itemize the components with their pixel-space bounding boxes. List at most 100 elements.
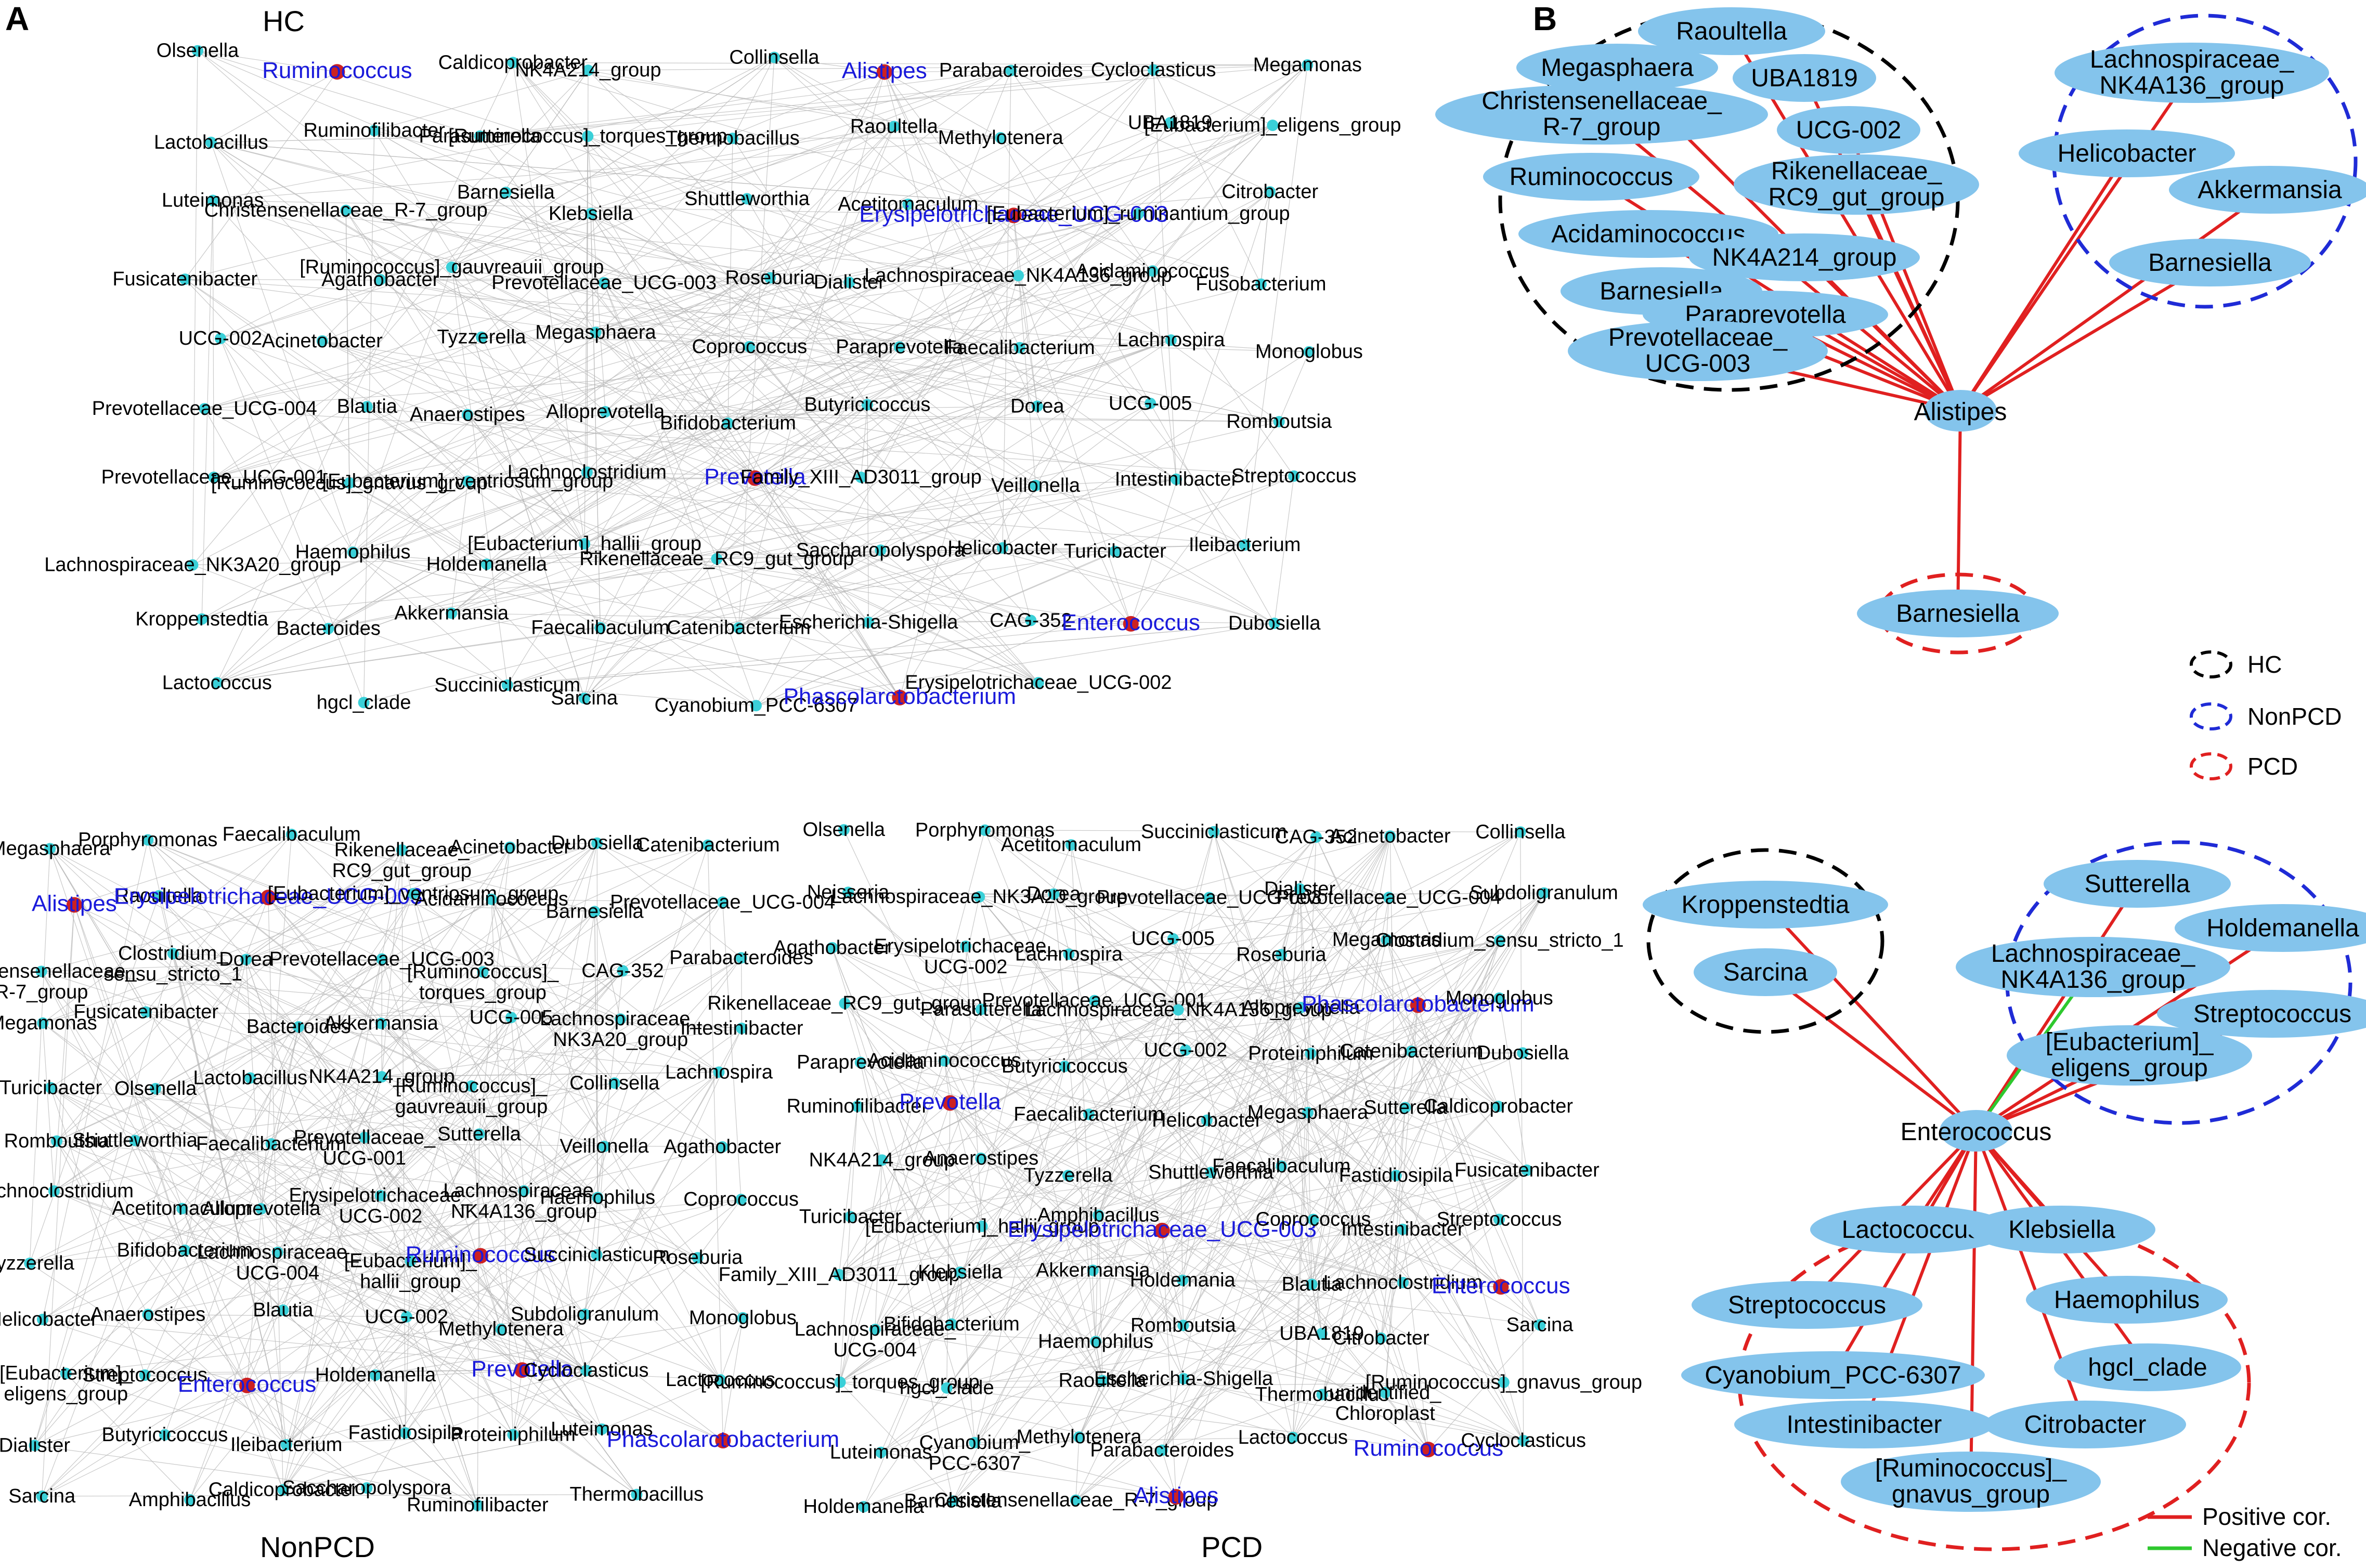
- edge: [1095, 1001, 1282, 1167]
- node-label: Luteimonas: [830, 1442, 932, 1464]
- node-label: Ruminococcus: [262, 58, 412, 83]
- node-label: Sarcina: [1723, 959, 1808, 986]
- node-agathobacter: Agathobacter: [773, 937, 891, 959]
- node-label: Megasphaera: [535, 321, 656, 343]
- hc-group-ring: [1648, 850, 1882, 1032]
- node-label: Dialister: [0, 1434, 70, 1456]
- node-label: Prevotellaceae_UCG-004: [610, 891, 835, 913]
- positive-edge: [1960, 263, 2210, 411]
- node-faecalibaculum: Faecalibaculum: [531, 617, 669, 638]
- node-label: Helicobacter: [947, 537, 1058, 559]
- node-tyzzerella: Tyzzerella: [0, 1252, 75, 1274]
- edge: [185, 279, 468, 481]
- node-megasphaera: Megasphaera: [1247, 1102, 1369, 1123]
- edge: [220, 338, 364, 702]
- node-label: Tyzzerella: [437, 326, 526, 348]
- node-cycloclasticus: Cycloclasticus: [1091, 59, 1216, 81]
- edge: [1499, 998, 1527, 1170]
- node-coprococcus: Coprococcus: [683, 1188, 799, 1210]
- node-label: Acetitomaculum: [1001, 834, 1141, 856]
- node-label: Escherichia-Shigella: [779, 611, 958, 633]
- positive-edge: [1976, 884, 2137, 1131]
- node-label: Bifidobacterium: [660, 412, 796, 434]
- node-helicobacter: Helicobacter: [1152, 1109, 1262, 1131]
- node-label: Thermobacillus: [666, 127, 800, 149]
- edge: [875, 845, 1071, 1329]
- node-sutterella: Sutterella: [437, 1123, 521, 1145]
- node-label: Intestinibacter: [1787, 1411, 1942, 1439]
- hc-node-ruminococcus: Ruminococcus: [1483, 153, 1699, 201]
- node-haemophilus: Haemophilus: [295, 541, 411, 563]
- node-label: Barnesiella: [1896, 600, 2020, 628]
- node-label: Parabacteroides: [939, 60, 1083, 82]
- node-prevotellaceae-ucg-004: Prevotellaceae_UCG-004: [1276, 886, 1501, 908]
- node-label: UCG-002: [179, 328, 263, 349]
- node-akkermansia: Akkermansia: [394, 602, 509, 624]
- edge: [349, 125, 1272, 483]
- node-label: [Ruminococcus]_gauvreauii_group: [395, 1075, 548, 1118]
- node-label: Roseburia: [725, 267, 815, 289]
- node-agathobacter: Agathobacter: [664, 1136, 781, 1158]
- node-anaerostipes: Anaerostipes: [90, 1303, 205, 1325]
- node-holdemanella: Holdemanella: [426, 553, 548, 575]
- node-prevotellaceae-ucg-004: Prevotellaceae_UCG-004: [610, 891, 835, 913]
- node-label: Sarcina: [8, 1485, 76, 1507]
- node-subdoligranulum: Subdoligranulum: [1470, 882, 1618, 904]
- node-label: NK4A214_group: [515, 59, 661, 81]
- node-label: Cycloclasticus: [1461, 1430, 1586, 1452]
- node-thermobacillus: Thermobacillus: [570, 1484, 704, 1506]
- node-label: Sutterella: [437, 1123, 521, 1145]
- node-lachnospiraceae-nk3a20-group: Lachnospiraceae_NK3A20_group: [831, 886, 1127, 908]
- node-ileibacterium: Ileibacterium: [230, 1434, 342, 1456]
- node-label: Sarcina: [551, 687, 618, 709]
- node-alistipes: Alistipes: [842, 58, 927, 84]
- nonpcd-node-helicobacter: Helicobacter: [2019, 129, 2235, 177]
- edge: [739, 403, 1151, 628]
- node-fastidiosipila: Fastidiosipila: [1339, 1165, 1454, 1186]
- node-label: Dubosiella: [1228, 612, 1321, 634]
- nonpcd-node-sutterella: Sutterella: [2044, 860, 2231, 908]
- node-intestinibacter: Intestinibacter: [680, 1017, 803, 1039]
- node-label: Dorea: [219, 949, 273, 971]
- node-dubosiella: Dubosiella: [551, 832, 644, 854]
- node-label: Klebsiella: [549, 203, 634, 225]
- node-roseburia: Roseburia: [725, 267, 815, 289]
- node-ucg-005: UCG-005: [1109, 393, 1192, 414]
- node-label: Veillonella: [991, 475, 1081, 496]
- node-barnesiella: Barnesiella: [457, 181, 555, 203]
- node-nk4a214-group: NK4A214_group: [515, 59, 661, 81]
- node-alistipes: Alistipes: [32, 891, 117, 917]
- node-label: Saccharopolyspora: [796, 539, 966, 561]
- node-label: Ruminococcus: [1510, 163, 1673, 191]
- network-title-pcd: PCD: [1201, 1531, 1263, 1563]
- edge: [346, 211, 1279, 422]
- node-label: Subdoligranulum: [511, 1303, 659, 1325]
- node-roseburia: Roseburia: [1236, 944, 1327, 965]
- positive-edge: [1976, 1131, 2085, 1425]
- hc-node-prevotellaceae-ucg-003: Prevotellaceae_UCG-003: [1568, 321, 1828, 381]
- node-prevotellaceae-ucg-003: Prevotellaceae_UCG-003: [491, 272, 717, 294]
- node-dubosiella: Dubosiella: [1228, 612, 1321, 634]
- legend-hc-swatch: [2191, 652, 2231, 677]
- node-fusicatenibacter: Fusicatenibacter: [112, 268, 257, 290]
- node-monoglobus: Monoglobus: [1446, 987, 1553, 1009]
- edge: [1308, 1113, 1312, 1284]
- node-label: Fastidiosipila: [1339, 1165, 1454, 1186]
- node-label: Lactobacillus: [193, 1067, 307, 1089]
- node-label: Erysipelotrichaceae_UCG-002: [905, 672, 1172, 694]
- node-label: Streptococcus: [1231, 465, 1357, 487]
- hc-node-sarcina: Sarcina: [1694, 948, 1837, 996]
- node-label: Succiniclasticum: [1141, 821, 1287, 843]
- node-methylotenera: Methylotenera: [938, 127, 1064, 149]
- node-ucg-002: UCG-002: [179, 328, 263, 349]
- node-label: [Ruminococcus]_torques_group: [407, 961, 559, 1003]
- node-label: Enterococcus: [1061, 610, 1200, 635]
- node-veillonella: Veillonella: [991, 475, 1081, 496]
- node-label: Alloprevotella: [546, 401, 665, 423]
- node-label: Lachnospiraceae_NK4A136_group: [2090, 46, 2295, 99]
- pcd-node-streptococcus: Streptococcus: [1692, 1281, 1922, 1329]
- node-label: Turicibacter: [0, 1077, 102, 1099]
- edge: [867, 404, 868, 622]
- node-bifidobacterium: Bifidobacterium: [883, 1313, 1020, 1335]
- node-dubosiella: Dubosiella: [1477, 1042, 1569, 1064]
